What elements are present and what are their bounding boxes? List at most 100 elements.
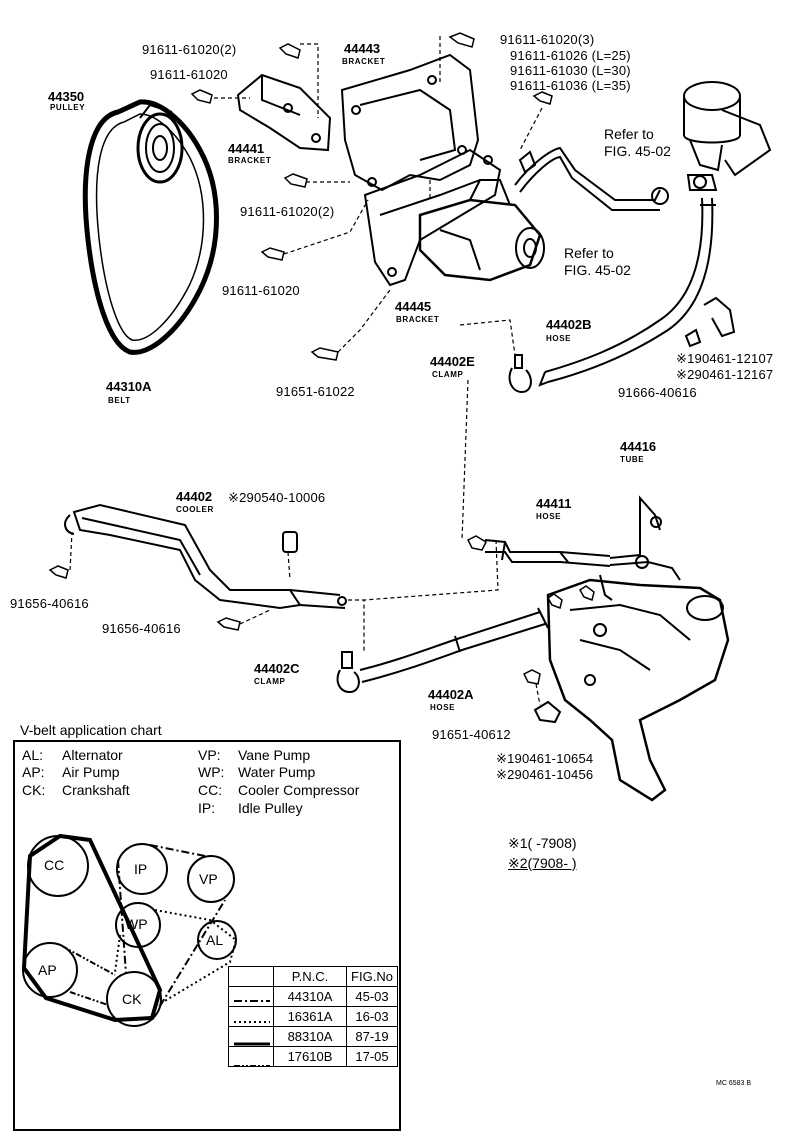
pulley-label-ap: AP bbox=[38, 962, 57, 978]
table-cell-pnc: 88310A bbox=[273, 1026, 347, 1047]
table-cell-fig: 45-03 bbox=[346, 986, 398, 1007]
caption-44411: HOSE bbox=[536, 512, 562, 521]
cooler-44402 bbox=[64, 503, 347, 610]
label-44402a: 44402A bbox=[428, 687, 474, 702]
label-bolt-b13: 91656-40616 bbox=[10, 596, 89, 611]
legend-wp-text: Water Pump bbox=[238, 764, 316, 780]
label-bolt-b15: 91651-40612 bbox=[432, 727, 511, 742]
legend-cc-abbr: CC: bbox=[198, 782, 223, 798]
pulley-label-ip: IP bbox=[134, 861, 148, 877]
caption-44443: BRACKET bbox=[342, 57, 386, 66]
caption-44445: BRACKET bbox=[396, 315, 440, 324]
label-bolt-b9: 91651-61022 bbox=[276, 384, 355, 399]
table-row: 16361A 16-03 bbox=[228, 1006, 398, 1027]
label-44402b: 44402B bbox=[546, 317, 592, 332]
hose-44402a bbox=[359, 607, 549, 683]
label-bolt-b11: ※290461-12167 bbox=[676, 367, 774, 382]
table-cell-pnc: 44310A bbox=[273, 986, 347, 1007]
label-bolt-b14: 91656-40616 bbox=[102, 621, 181, 636]
table-line-sample bbox=[228, 1046, 274, 1067]
ref-1-line2: FIG. 45-02 bbox=[604, 143, 671, 159]
sleeve-90540 bbox=[282, 531, 298, 553]
reservoir bbox=[683, 81, 772, 191]
caption-44310a: BELT bbox=[108, 396, 131, 405]
legend-ap-text: Air Pump bbox=[62, 764, 120, 780]
legend-ck-text: Crankshaft bbox=[62, 782, 130, 798]
table-cell-pnc: 17610B bbox=[273, 1046, 347, 1067]
pulley-label-cc: CC bbox=[44, 857, 65, 873]
bracket-10654 bbox=[533, 700, 562, 724]
belt-44310a bbox=[82, 99, 219, 355]
note-2: ※2(7908- ) bbox=[508, 855, 577, 871]
caption-44402a: HOSE bbox=[430, 703, 456, 712]
caption-44402e: CLAMP bbox=[432, 370, 464, 379]
pulley-label-vp: VP bbox=[199, 871, 218, 887]
caption-44350: PULLEY bbox=[50, 103, 86, 112]
bolt-icons bbox=[48, 32, 595, 685]
hose-bracket bbox=[684, 296, 736, 348]
pulley-label-ck: CK bbox=[122, 991, 142, 1007]
label-44443: 44443 bbox=[344, 41, 381, 56]
tube-to-reservoir bbox=[514, 146, 669, 211]
label-bolt-b5: 91611-61030 (L=30) bbox=[510, 63, 631, 78]
vane-pump bbox=[418, 179, 545, 282]
chart-title: V-belt application chart bbox=[20, 722, 162, 738]
vbelt-diagram bbox=[21, 833, 238, 1027]
label-bolt-b7: 91611-61020(2) bbox=[240, 204, 335, 219]
label-44445: 44445 bbox=[395, 299, 432, 314]
label-44402c: 44402C bbox=[254, 661, 300, 676]
ref-2-line2: FIG. 45-02 bbox=[564, 262, 631, 278]
caption-44402b: HOSE bbox=[546, 334, 572, 343]
caption-44441: BRACKET bbox=[228, 156, 272, 165]
ref-1-line1: Refer to bbox=[604, 126, 654, 142]
label-bolt-b4: 91611-61026 (L=25) bbox=[510, 48, 631, 63]
note-1: ※1( -7908) bbox=[508, 835, 577, 851]
table-header-blank bbox=[228, 966, 274, 987]
hose-44411 bbox=[484, 539, 611, 567]
bracket-44443 bbox=[340, 53, 480, 192]
table-cell-fig: 16-03 bbox=[346, 1006, 398, 1027]
label-bolt-b6: 91611-61036 (L=35) bbox=[510, 78, 631, 93]
diagram-code: MC 6583 B bbox=[716, 1080, 752, 1087]
table-header-row: P.N.C. FIG.No bbox=[228, 966, 398, 987]
label-bolt-b10: ※190461-12107 bbox=[676, 351, 774, 366]
clamp-44402e bbox=[508, 354, 532, 394]
label-44350: 44350 bbox=[48, 89, 85, 104]
bracket-44445 bbox=[363, 148, 502, 287]
table-line-sample bbox=[228, 1006, 274, 1027]
table-header-fig: FIG.No bbox=[346, 966, 398, 987]
legend-wp-abbr: WP: bbox=[198, 764, 225, 780]
label-44402: 44402 bbox=[176, 489, 213, 504]
label-44402e: 44402E bbox=[430, 354, 475, 369]
leader-lines bbox=[69, 36, 543, 706]
label-bolt-b16: ※190461-10654 bbox=[496, 751, 594, 766]
table-header-pnc: P.N.C. bbox=[273, 966, 347, 987]
legend-ck-abbr: CK: bbox=[22, 782, 46, 798]
chart-frame bbox=[13, 740, 401, 1131]
table-line-sample bbox=[228, 986, 274, 1007]
legend-ap-abbr: AP: bbox=[22, 764, 45, 780]
ref-2-line1: Refer to bbox=[564, 245, 614, 261]
label-bolt-b12: 91666-40616 bbox=[618, 385, 697, 400]
label-44310a: 44310A bbox=[106, 379, 152, 394]
legend-al-abbr: AL: bbox=[22, 747, 44, 763]
table-line-sample bbox=[228, 1026, 274, 1047]
bracket-44441 bbox=[236, 73, 332, 152]
caption-44416: TUBE bbox=[620, 455, 645, 464]
legend-al-text: Alternator bbox=[62, 747, 123, 763]
caption-44402: COOLER bbox=[176, 505, 214, 514]
steering-gear bbox=[546, 578, 730, 802]
pulley-label-wp: WP bbox=[125, 916, 148, 932]
legend-vp-abbr: VP: bbox=[198, 747, 221, 763]
legend-ip-text: Idle Pulley bbox=[238, 800, 303, 816]
legend-cc-text: Cooler Compressor bbox=[238, 782, 360, 798]
table-cell-fig: 87-19 bbox=[346, 1026, 398, 1047]
pulley-label-al: AL bbox=[206, 932, 224, 948]
legend-ip-abbr: IP: bbox=[198, 800, 216, 816]
legend-vp-text: Vane Pump bbox=[238, 747, 311, 763]
label-bolt-b17: ※290461-10456 bbox=[496, 767, 594, 782]
label-44441: 44441 bbox=[228, 141, 265, 156]
table-row: 17610B 17-05 bbox=[228, 1046, 398, 1067]
table-row: 88310A 87-19 bbox=[228, 1026, 398, 1047]
